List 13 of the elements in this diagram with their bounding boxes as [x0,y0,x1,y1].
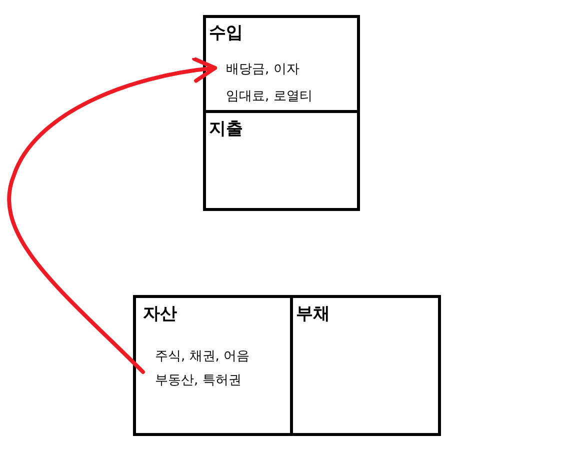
section-title: 수입 [209,23,243,43]
curved-arrow [7,57,217,374]
section-title: 부채 [296,304,330,324]
section-box [290,295,441,436]
section-title: 지출 [209,119,243,139]
item-text: 부동산, 특허권 [155,373,242,389]
section-box [133,295,293,436]
section-box [203,110,360,211]
section-box [203,15,360,113]
section-title: 자산 [143,304,177,324]
item-text: 임대료, 로열티 [226,89,312,105]
item-text: 배당금, 이자 [226,62,300,78]
item-text: 주식, 채권, 어음 [155,349,250,365]
